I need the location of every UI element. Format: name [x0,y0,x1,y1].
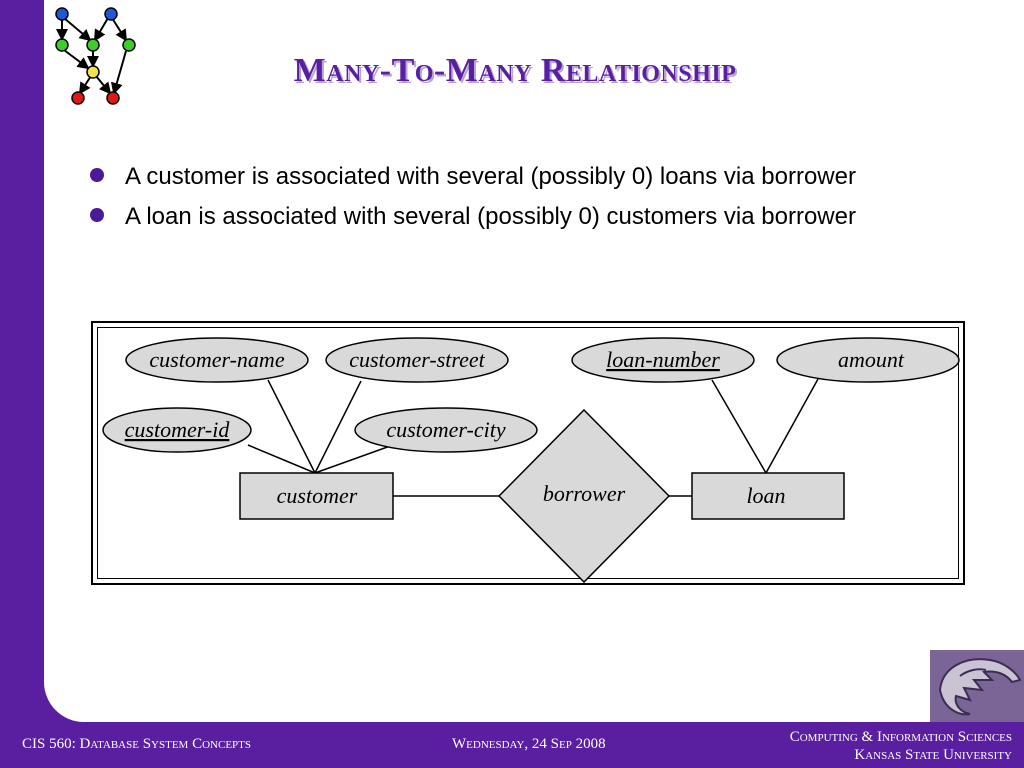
entity-loan [691,472,845,520]
er-diagram-inner-border [97,327,959,579]
entity-label-customer: customer [277,483,358,508]
relationship-label-borrower: borrower [543,481,626,506]
footer-bar: CIS 560: Database System Concepts Wednes… [0,722,1024,768]
attr-label-customer-city: customer-city [386,417,506,442]
attribute-ellipse-customer-city [354,407,538,453]
kstate-logo [930,650,1024,722]
attr-label-customer-id: customer-id [125,417,231,442]
footer-date: Wednesday, 24 Sep 2008 [452,736,606,752]
connector-line [314,444,394,474]
attr-label-customer-name: customer-name [149,347,284,372]
attr-label-loan-number: loan-number [606,347,720,372]
bullet-item: A loan is associated with several (possi… [88,200,908,234]
attribute-ellipse-customer-name [125,337,309,383]
graph-logo-icon [55,7,136,105]
connector-line [267,379,316,474]
bullet-list: A customer is associated with several (p… [88,160,908,240]
wildcat-logo-icon [930,650,1024,722]
bullet-dot-icon [90,168,104,182]
footer-dept-line2: Kansas State University [854,747,1012,763]
bullet-text: A loan is associated with several (possi… [125,203,856,230]
connector-line [247,444,316,474]
connector-line [711,379,767,474]
connector-line [765,378,819,474]
bullet-dot-icon [90,208,104,222]
attribute-ellipse-amount [776,337,960,383]
slide-title: Many-To-Many Relationship [293,52,737,89]
footer-dept-line1: Computing & Information Sciences [789,729,1012,745]
entity-customer [239,472,394,520]
er-diagram: customer-name customer-street customer-i… [91,321,965,585]
footer-course: CIS 560: Database System Concepts [22,736,251,752]
bullet-item: A customer is associated with several (p… [88,160,908,194]
attr-label-amount: amount [838,347,905,372]
attribute-ellipse-loan-number [571,337,755,383]
attribute-ellipse-customer-id [102,407,252,453]
bullet-text: A customer is associated with several (p… [125,163,856,190]
er-diagram-canvas: customer-name customer-street customer-i… [102,337,960,584]
attribute-ellipse-customer-street [325,337,509,383]
connector-line [314,380,362,474]
footer-department: Computing & Information Sciences Kansas … [790,728,1012,764]
attr-label-customer-street: customer-street [349,347,485,372]
entity-label-loan: loan [746,483,785,508]
relationship-borrower [497,408,671,584]
